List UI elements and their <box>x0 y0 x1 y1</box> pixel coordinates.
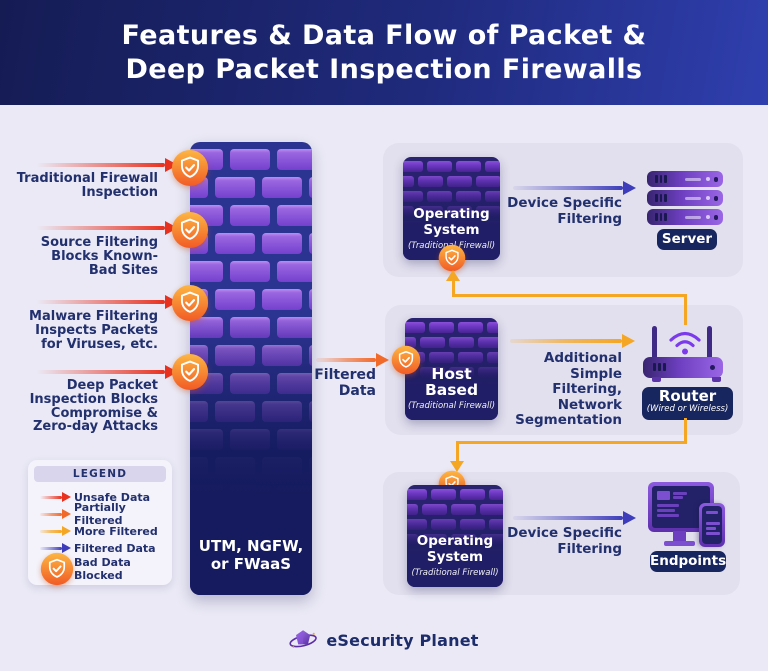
unsafe-data-arrow <box>37 221 178 235</box>
legend-title: LEGEND <box>34 466 166 482</box>
more-filtered-connector <box>684 418 687 444</box>
router-badge: Router (Wired or Wireless) <box>642 387 733 420</box>
firewall-box-operating-system-bottom: Operating System (Traditional Firewall) <box>407 485 503 587</box>
shield-check-icon <box>171 353 209 391</box>
wall-fade <box>190 142 312 595</box>
endpoints-badge: Endpoints <box>650 551 726 572</box>
brand-footer: eSecurity Planet <box>0 627 768 653</box>
firewall-box-title: Host Based <box>424 365 479 399</box>
firewall-box-title: Operating System <box>416 533 494 565</box>
more-filtered-connector <box>684 297 687 325</box>
more-filtered-connector <box>456 441 459 462</box>
label-traditional-firewall-inspection: Traditional Firewall Inspection <box>16 171 158 200</box>
firewall-box-host-based: Host Based (Traditional Firewall) <box>405 318 498 420</box>
filtered-data-arrow <box>40 542 71 553</box>
label-malware-filtering: Malware Filtering Inspects Packets for V… <box>29 309 158 352</box>
shield-check-icon <box>171 284 209 322</box>
wall-label: UTM, NGFW, or FWaaS <box>198 537 304 573</box>
partially-filtered-arrow <box>40 508 71 519</box>
legend-item-unsafe-data: Unsafe Data <box>40 490 172 504</box>
more-filtered-connector <box>456 441 687 444</box>
legend-item-filtered-data: Filtered Data <box>40 541 172 555</box>
shield-check-icon <box>40 552 74 586</box>
partially-filtered-arrow <box>316 353 389 367</box>
more-filtered-arrow <box>40 525 71 536</box>
firewall-box-subtitle: (Traditional Firewall) <box>407 401 496 411</box>
wall-fade <box>405 318 498 420</box>
unsafe-data-arrow <box>37 295 178 309</box>
filtered-data-label: Filtered Data <box>314 367 376 399</box>
planet-shield-icon <box>289 630 318 648</box>
wall-fade <box>403 157 500 260</box>
phone-icon <box>699 503 725 547</box>
label-deep-packet-inspection: Deep Packet Inspection Blocks Compromise… <box>29 378 158 435</box>
device-specific-filtering-label-bottom: Device Specific Filtering <box>507 525 622 557</box>
filtered-data-arrow <box>513 181 636 195</box>
more-filtered-arrowhead <box>450 461 464 472</box>
firewall-box-subtitle: (Traditional Firewall) <box>411 568 499 578</box>
legend-item-bad-data-blocked: Bad Data Blocked <box>40 552 172 585</box>
unsafe-data-arrow <box>40 491 71 502</box>
unsafe-data-arrow <box>37 365 178 379</box>
router-badge-label: Router <box>658 387 717 405</box>
additional-filtering-label: Additional Simple Filtering, Network Seg… <box>515 350 622 428</box>
legend-item-partially-filtered: Partially Filtered <box>40 501 172 527</box>
shield-check-icon <box>438 244 466 272</box>
legend: LEGEND Unsafe Data Partially Filtered Mo… <box>28 460 172 585</box>
device-specific-filtering-label-top: Device Specific Filtering <box>507 195 622 227</box>
router-badge-sublabel: (Wired or Wireless) <box>646 404 729 414</box>
firewall-box-title: Operating System <box>413 206 490 238</box>
shield-check-icon <box>171 211 209 249</box>
more-filtered-connector <box>452 294 687 297</box>
firewall-wall: UTM, NGFW, or FWaaS <box>190 142 312 595</box>
shield-check-icon <box>171 149 209 187</box>
wall-fade <box>407 485 503 587</box>
more-filtered-arrow <box>510 334 635 348</box>
more-filtered-arrowhead <box>446 270 460 281</box>
more-filtered-connector <box>452 280 455 296</box>
server-icon <box>647 171 723 228</box>
firewall-box-operating-system-top: Operating System (Traditional Firewall) <box>403 157 500 260</box>
label-source-filtering: Source Filtering Blocks Known- Bad Sites <box>40 235 158 278</box>
filtered-data-arrow <box>513 511 636 525</box>
unsafe-data-arrow <box>37 158 178 172</box>
server-badge: Server <box>657 229 717 250</box>
brand-name: eSecurity Planet <box>326 630 479 650</box>
page-title: Features & Data Flow of Packet & Deep Pa… <box>121 19 647 85</box>
shield-check-icon <box>391 345 421 375</box>
wifi-icon <box>669 331 701 355</box>
header: Features & Data Flow of Packet & Deep Pa… <box>0 0 768 105</box>
legend-item-more-filtered: More Filtered <box>40 524 172 538</box>
